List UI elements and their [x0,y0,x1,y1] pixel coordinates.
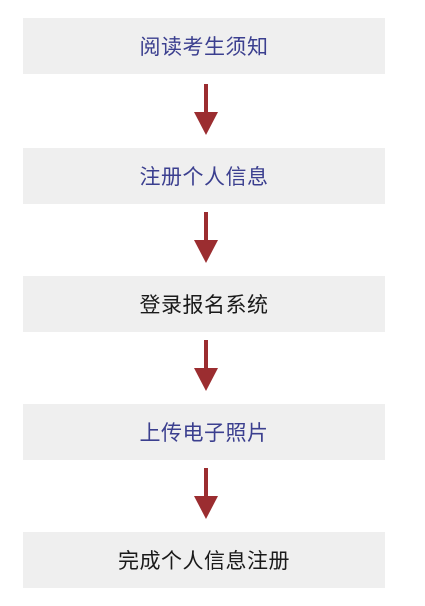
step-label: 阅读考生须知 [139,35,269,59]
step-read-notice: 阅读考生须知 [23,18,385,74]
step-label: 登录报名系统 [139,293,269,317]
step-login-system: 登录报名系统 [23,276,385,332]
step-label: 完成个人信息注册 [118,549,290,573]
step-label: 注册个人信息 [139,165,269,189]
step-upload-photo: 上传电子照片 [23,404,385,460]
down-arrow-icon [194,340,218,392]
step-label: 上传电子照片 [139,421,269,445]
step-register-info: 注册个人信息 [23,148,385,204]
step-complete-registration: 完成个人信息注册 [23,532,385,588]
down-arrow-icon [194,468,218,520]
down-arrow-icon [194,84,218,136]
down-arrow-icon [194,212,218,264]
